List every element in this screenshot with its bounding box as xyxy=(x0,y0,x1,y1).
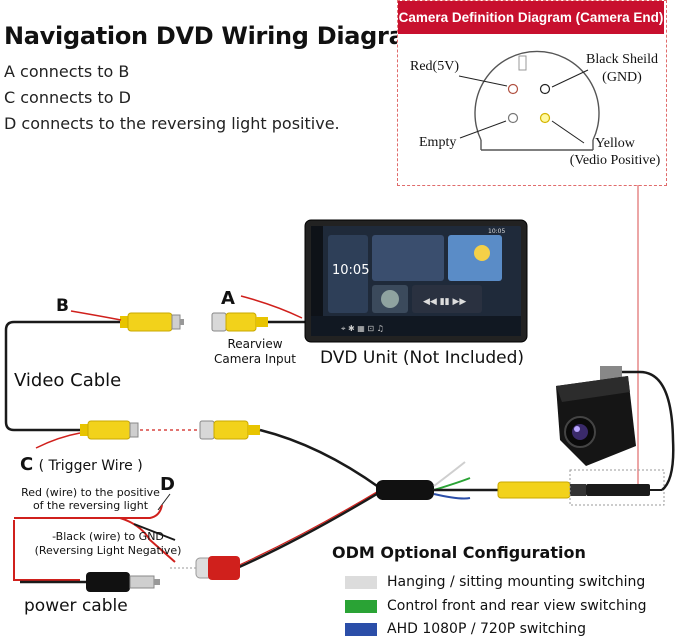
pin-label-black-1: Black Sheild xyxy=(586,52,658,67)
label-black-wire-1: -Black (wire) to GND xyxy=(52,530,164,543)
option-swatch-gray xyxy=(345,576,377,589)
svg-text:◀◀ ▮▮ ▶▶: ◀◀ ▮▮ ▶▶ xyxy=(423,297,466,307)
option-label: Hanging / sitting mounting switching xyxy=(387,574,646,590)
pin-label-yellow-1: Yellow xyxy=(595,136,635,151)
pin-label-red: Red(5V) xyxy=(410,59,459,74)
option-swatch-blue xyxy=(345,623,377,636)
camera-plug-face xyxy=(458,50,600,151)
cable-junction xyxy=(376,480,434,500)
camera-definition-title: Camera Definition Diagram (Camera End) xyxy=(398,1,664,34)
optional-config-title: ODM Optional Configuration xyxy=(332,543,586,562)
option-label: AHD 1080P / 720P switching xyxy=(387,621,586,637)
pin-red xyxy=(507,83,519,95)
label-b: B xyxy=(56,296,69,316)
label-c-suffix: ( Trigger Wire ) xyxy=(38,458,143,474)
connection-note-cd: C connects to D xyxy=(4,88,131,107)
label-black-wire-2: (Reversing Light Negative) xyxy=(34,544,182,557)
option-label: Control front and rear view switching xyxy=(387,598,647,614)
pin-label-black-2: (GND) xyxy=(602,70,642,85)
diagram-title: Navigation DVD Wiring Diagram xyxy=(4,22,430,50)
camera-connector-black xyxy=(586,484,650,496)
label-power-cable: power cable xyxy=(24,596,128,616)
pin-black xyxy=(539,83,551,95)
screen-status-time: 10:05 xyxy=(488,228,505,235)
dvd-unit: ◀◀ ▮▮ ▶▶ 10:05 10:05 ⌖ ✱ ▦ ⊡ ♫ xyxy=(304,219,528,343)
label-rearview-1: Rearview xyxy=(227,337,283,351)
label-red-wire-2: of the reversing light xyxy=(32,499,149,512)
power-plug xyxy=(86,572,160,592)
label-c: C ( Trigger Wire ) xyxy=(20,454,143,475)
pin-label-yellow-2: (Vedio Positive) xyxy=(569,153,661,168)
label-d: D xyxy=(160,474,175,495)
pin-empty xyxy=(507,112,519,124)
label-a: A xyxy=(221,288,235,309)
pin-yellow xyxy=(539,112,551,124)
camera-connector-yellow xyxy=(497,481,571,499)
label-rearview-2: Camera Input xyxy=(214,352,296,366)
label-red-wire-1: Red (wire) to the positive xyxy=(21,486,160,499)
rear-camera xyxy=(556,366,636,466)
video-cable xyxy=(4,320,126,432)
connector-c xyxy=(80,420,139,440)
connector-b xyxy=(120,312,184,332)
label-c-letter: C xyxy=(20,454,34,475)
connection-note-ab: A connects to B xyxy=(4,62,130,81)
connector-video-out xyxy=(199,420,260,440)
power-socket-red xyxy=(195,556,240,580)
pin-label-empty: Empty xyxy=(419,135,457,150)
connection-note-d: D connects to the reversing light positi… xyxy=(4,114,340,133)
label-dvd-unit: DVD Unit (Not Included) xyxy=(320,348,525,368)
connector-a xyxy=(211,312,268,332)
option-swatch-green xyxy=(345,600,377,613)
svg-text:⌖ ✱ ▦ ⊡ ♫: ⌖ ✱ ▦ ⊡ ♫ xyxy=(341,324,384,333)
screen-clock: 10:05 xyxy=(332,263,369,278)
label-video-cable: Video Cable xyxy=(14,370,122,391)
